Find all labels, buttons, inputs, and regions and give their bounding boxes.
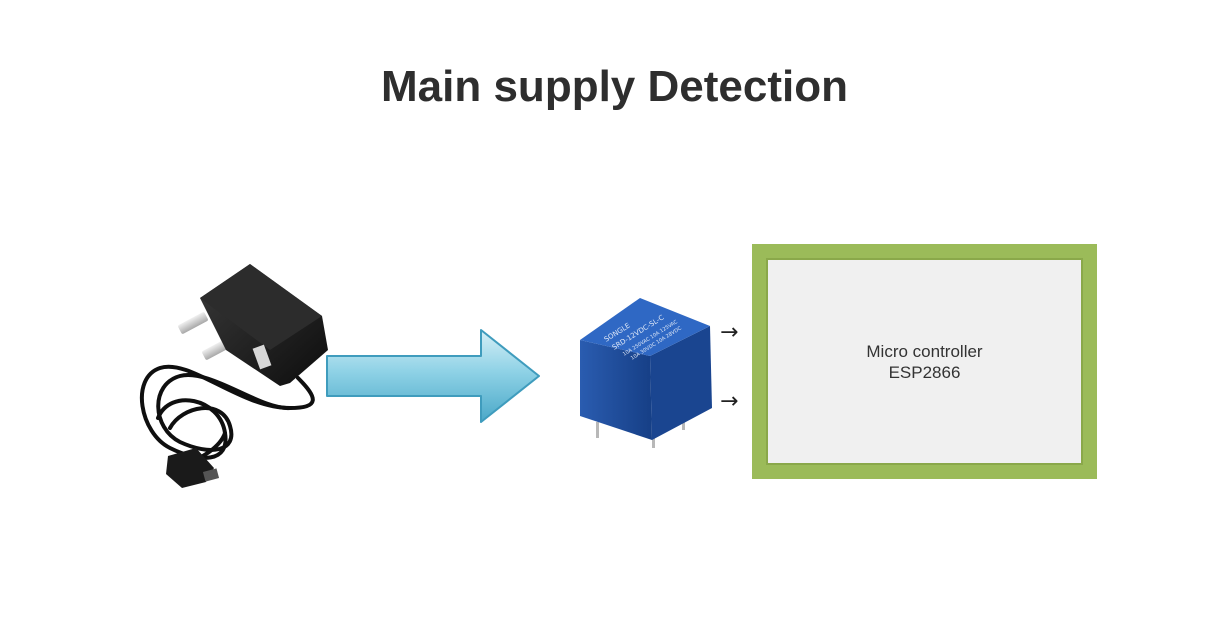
microcontroller-box: Micro controller ESP2866 — [752, 244, 1097, 479]
microcontroller-label: Micro controller — [866, 341, 983, 361]
diagram-title: Main supply Detection — [381, 62, 848, 111]
signal-flow-arrow-icon — [326, 329, 540, 423]
power-adapter-icon — [139, 264, 328, 488]
relay-icon: SONGLE SRD-12VDC-SL-C 10A 250VAC 10A 125… — [580, 298, 712, 448]
microcontroller-model: ESP2866 — [888, 362, 961, 382]
connection-arrow-2: → — [720, 389, 739, 414]
microcontroller-panel: Micro controller ESP2866 — [766, 258, 1083, 465]
connection-arrow-1: → — [720, 320, 739, 345]
